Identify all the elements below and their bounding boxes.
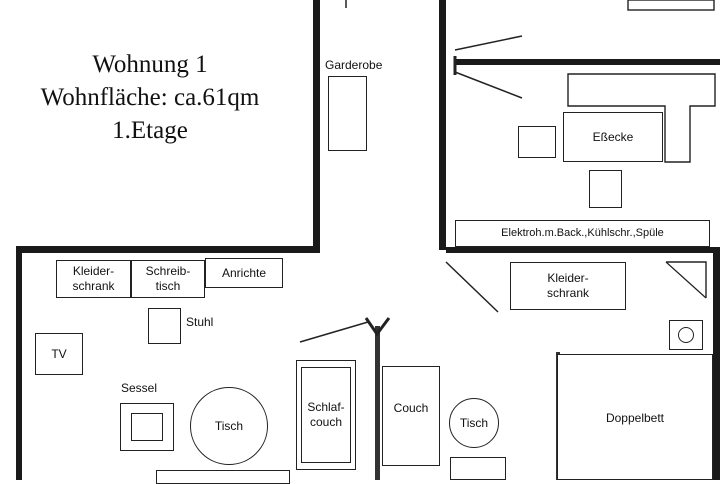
schreibtisch: Schreib- tisch <box>131 260 205 298</box>
tisch-left: Tisch <box>190 387 268 465</box>
wall-kitchen-top <box>455 59 720 65</box>
couch-label: Couch <box>393 401 429 415</box>
stuhl-label: Stuhl <box>186 315 214 329</box>
kleiderschrank-right-label-2: schrank <box>546 286 590 300</box>
washbasin <box>669 320 703 350</box>
schreibtisch-label-2: tisch <box>155 279 181 293</box>
tv-label: TV <box>51 346 67 361</box>
wall-middle-horizontal-left <box>16 246 320 253</box>
wall-kitchen-left <box>439 0 446 250</box>
tisch-right: Tisch <box>449 398 499 448</box>
wall-bedroom-right <box>713 253 720 480</box>
wall-room-divider <box>375 326 380 480</box>
kitchen-chair-left <box>518 126 556 158</box>
floor-level: 1.Etage <box>112 117 188 144</box>
bottom-chair-left <box>156 470 290 484</box>
schlafcouch-label-2: couch <box>309 415 342 429</box>
wall-kitchen-bottom <box>446 247 720 253</box>
bottom-chair-right <box>450 457 506 480</box>
kitchen-counter: Elektroh.m.Back.,Kühlschr.,Spüle <box>455 220 710 247</box>
sessel-label: Sessel <box>121 381 158 395</box>
doppelbett: Doppelbett <box>557 354 713 480</box>
living-area: Wohnfläche: ca.61qm <box>40 84 260 111</box>
sessel-seat <box>131 413 163 441</box>
garderobe-label: Garderobe <box>325 58 383 72</box>
schlafcouch-cushion: Schlaf- couch <box>301 367 351 463</box>
essecke-table: Eßecke <box>563 112 663 162</box>
anrichte: Anrichte <box>205 258 283 288</box>
schlafcouch: Schlaf- couch <box>296 360 356 470</box>
washbasin-bowl <box>678 327 694 343</box>
sessel <box>120 403 174 451</box>
anrichte-label: Anrichte <box>221 265 267 280</box>
doppelbett-label: Doppelbett <box>605 411 665 425</box>
kitchen-counter-label: Elektroh.m.Back.,Kühlschr.,Spüle <box>501 226 664 239</box>
tisch-right-label: Tisch <box>459 416 489 430</box>
kleiderschrank-left: Kleider- schrank <box>56 260 131 298</box>
tisch-left-label: Tisch <box>214 419 244 433</box>
kleiderschrank-left-label-1: Kleider- <box>72 264 115 278</box>
kleiderschrank-right-label-1: Kleider- <box>547 271 589 285</box>
stuhl <box>148 308 181 344</box>
essecke-label: Eßecke <box>592 129 634 144</box>
kleiderschrank-left-label-2: schrank <box>72 279 115 293</box>
schreibtisch-label-1: Schreib- <box>145 264 191 278</box>
wall-top-left-vertical <box>313 0 320 252</box>
apartment-name: Wohnung 1 <box>92 51 208 78</box>
kleiderschrank-right: Kleider- schrank <box>510 262 626 310</box>
kitchen-chair-bottom <box>589 170 622 208</box>
couch: Couch <box>382 366 440 466</box>
wall-left-vertical <box>16 246 22 480</box>
plan-title: Wohnung 1 Wohnfläche: ca.61qm 1.Etage <box>0 48 300 147</box>
garderobe-cabinet <box>328 76 367 151</box>
tv: TV <box>35 333 83 375</box>
schlafcouch-label-1: Schlaf- <box>307 400 345 414</box>
